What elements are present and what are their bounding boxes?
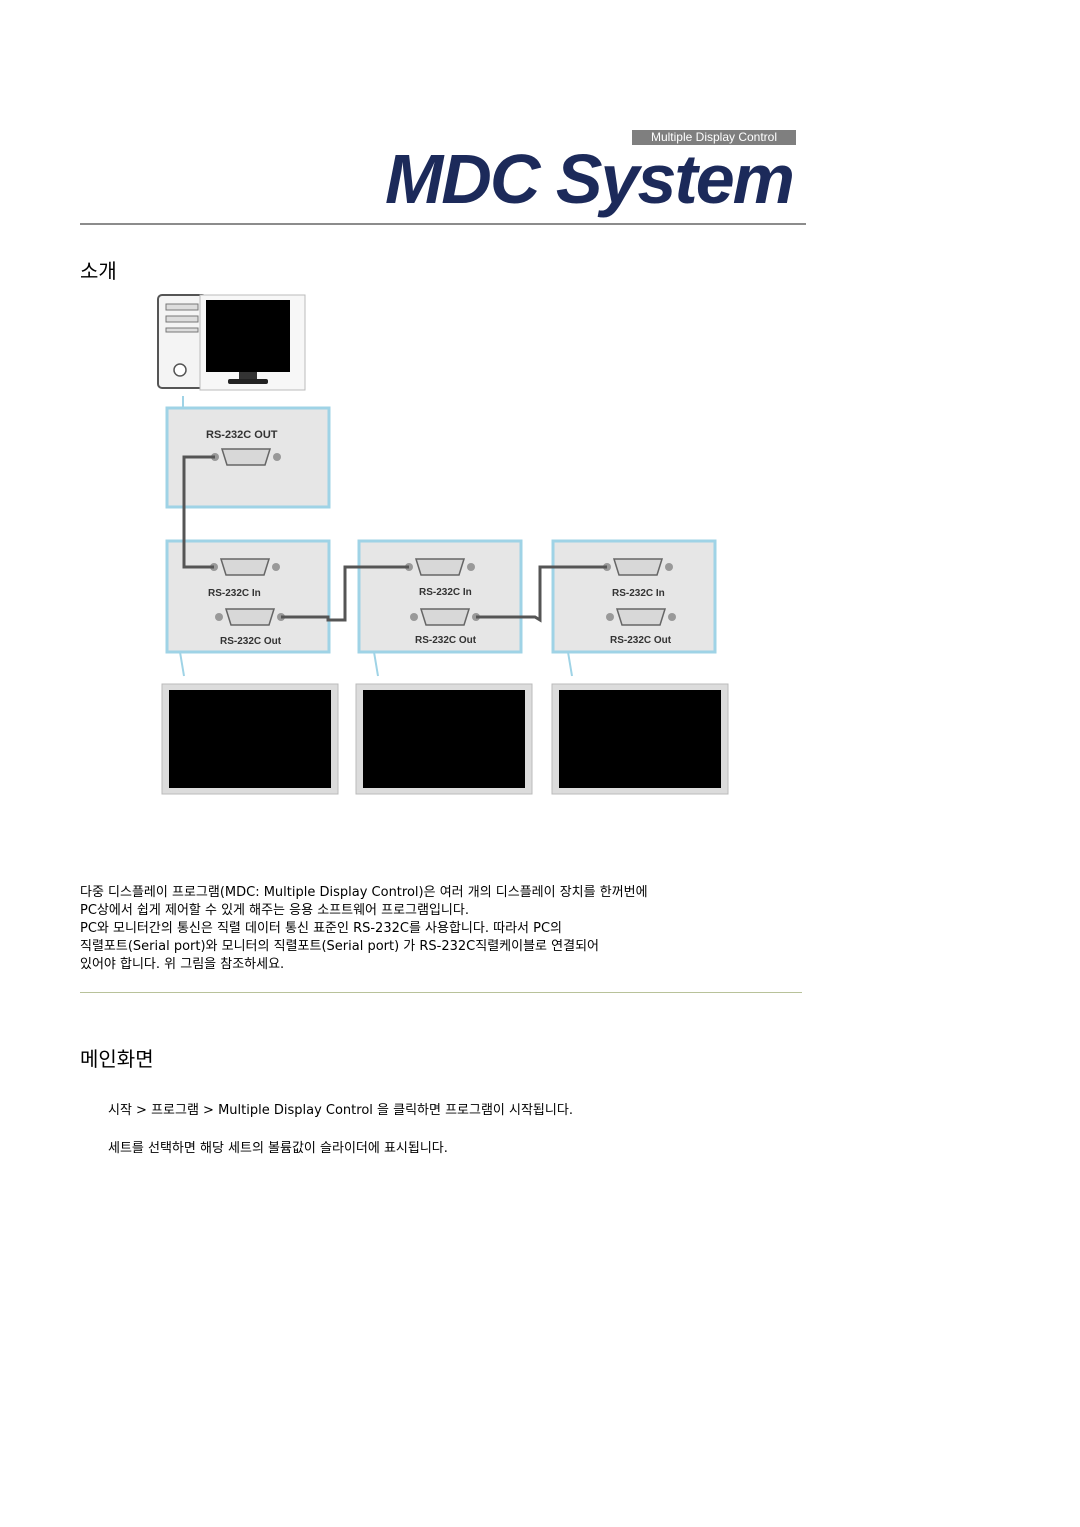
step-start-program: 시작 > 프로그램 > Multiple Display Control 을 클… [108, 1103, 573, 1118]
serial-cable [476, 565, 607, 623]
intro-heading: 소개 [80, 259, 117, 283]
rs232c-out-port-label: RS-232C Out [220, 636, 282, 647]
paragraph-line: 다중 디스플레이 프로그램(MDC: Multiple Display Cont… [80, 885, 648, 900]
serial-port-icon [606, 608, 676, 626]
rs232c-in-label: RS-232C In [208, 588, 261, 599]
serial-cable [281, 565, 409, 622]
monitor-1-port-box: RS-232C In RS-232C Out [165, 539, 331, 654]
rs232c-out-port-label: RS-232C Out [610, 635, 672, 646]
paragraph-line: 있어야 합니다. 위 그림을 참조하세요. [80, 957, 285, 972]
logo-subtitle-tag: Multiple Display Control [632, 130, 796, 145]
rs232c-out-label: RS-232C OUT [206, 429, 278, 441]
monitor-2-port-box: RS-232C In RS-232C Out [357, 539, 523, 654]
pc-tower-icon [157, 294, 207, 389]
serial-port-icon [211, 448, 281, 466]
rs232c-out-port-label: RS-232C Out [415, 635, 477, 646]
serial-port-icon [210, 558, 280, 576]
serial-port-icon [215, 608, 285, 626]
display-monitor-1-icon [161, 683, 339, 795]
section-divider [80, 992, 802, 993]
paragraph-line: PC와 모니터간의 통신은 직렬 데이터 통신 표준인 RS-232C를 사용합… [80, 921, 562, 936]
paragraph-line: PC상에서 쉽게 제어할 수 있게 해주는 응용 소프트웨어 프로그램입니다. [80, 903, 469, 918]
main-screen-heading: 메인화면 [80, 1047, 154, 1071]
rs232c-in-label: RS-232C In [419, 587, 472, 598]
serial-cable [182, 455, 215, 569]
paragraph-line: 직렬포트(Serial port)와 모니터의 직렬포트(Serial port… [80, 939, 599, 954]
display-monitor-3-icon [551, 683, 729, 795]
rs232c-in-label: RS-232C In [612, 588, 665, 599]
logo-title: MDC System [385, 140, 795, 218]
serial-port-icon [603, 558, 673, 576]
monitor-3-port-box: RS-232C In RS-232C Out [551, 539, 717, 654]
intro-paragraph: 다중 디스플레이 프로그램(MDC: Multiple Display Cont… [80, 884, 760, 974]
display-monitor-2-icon [355, 683, 533, 795]
header-divider [80, 223, 806, 225]
serial-port-icon [405, 558, 475, 576]
pc-monitor-icon [199, 294, 306, 391]
step-select-set: 세트를 선택하면 해당 세트의 볼륨값이 슬라이더에 표시됩니다. [108, 1141, 448, 1156]
connection-diagram: RS-232C OUT RS-232C In RS-232C Out RS-23… [157, 294, 729, 795]
